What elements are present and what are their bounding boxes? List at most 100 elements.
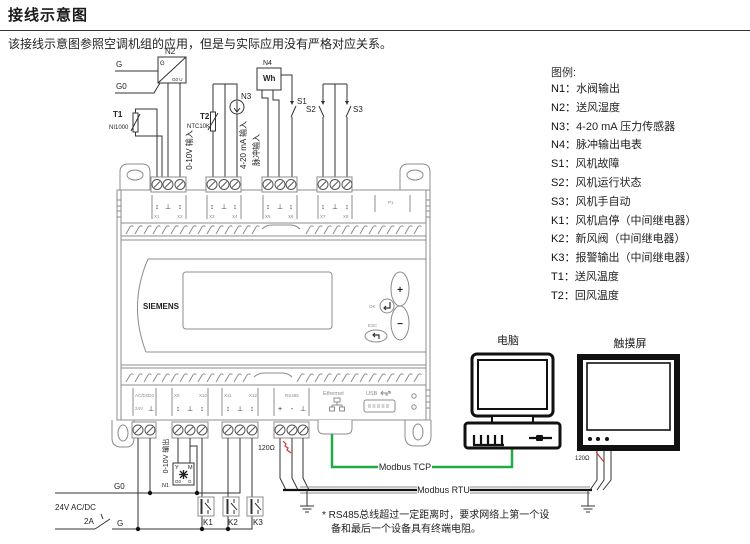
pc-vents <box>472 435 552 447</box>
rs485-wires-left <box>279 438 310 491</box>
front-panel <box>137 258 426 353</box>
terminal-screw <box>144 424 156 436</box>
junction-dots <box>135 490 231 532</box>
legend-desc: 报警输出（中间继电器） <box>575 252 697 265</box>
legend-title: 图例: <box>551 67 577 79</box>
terminal-screws <box>132 179 353 436</box>
plus-icon: + <box>397 285 403 296</box>
legend-code: S3： <box>551 195 576 208</box>
output-wires <box>177 438 253 529</box>
touch-screen-button <box>588 437 592 441</box>
terminal-screw <box>174 179 186 190</box>
n2-pin-g: G <box>160 61 165 67</box>
usb-port-contacts <box>368 404 390 408</box>
legend-desc: 新风阀（中间继电器） <box>575 233 686 246</box>
t1-label: T1 <box>113 110 123 119</box>
relay-contact-icon <box>250 499 262 514</box>
ground-icon <box>300 490 314 513</box>
n2-label: N2 <box>165 47 176 56</box>
io-symbol: ↕ <box>176 406 180 413</box>
input-label-x1-x2: 0-10V 输入 <box>184 130 194 170</box>
current-arrow-icon <box>233 101 241 113</box>
g0-label-top: G0 <box>116 82 127 91</box>
legend: 图例: N1：水阀输出 N2：送风湿度 N3：4-20 mA 压力传感器 N4：… <box>551 66 696 306</box>
n4-wires <box>261 90 280 177</box>
terminal-label: X10 <box>199 393 208 398</box>
termination-resistor-mark <box>595 451 605 463</box>
t2-n3-sensors: T2 NTC10K N3 <box>187 83 252 177</box>
legend-item: K3：报警输出（中间继电器） <box>551 249 696 268</box>
legend-item: T2：回风温度 <box>551 287 696 306</box>
io-symbol: ↕ <box>200 406 204 413</box>
mount-hole <box>117 424 129 442</box>
n1-pin-g: G <box>188 479 192 484</box>
ground-symbol: ⊥ <box>277 204 283 211</box>
mount-ear-bottom-left <box>111 420 135 448</box>
relay-k3: K3 <box>246 496 264 527</box>
junction-dot <box>199 526 205 532</box>
termination-label-right: 120Ω <box>575 456 590 462</box>
screw-slot <box>331 181 339 188</box>
legend-code: T2： <box>551 289 575 302</box>
relay-box <box>197 496 215 517</box>
legend-desc: 风机故障 <box>575 158 620 171</box>
terminal-screw <box>196 424 208 436</box>
legend-item: S1：风机故障 <box>551 155 696 174</box>
input-label-x3-x4: 4-20 mA 输入 <box>238 121 248 169</box>
legend-item: T1：送风温度 <box>551 268 696 287</box>
legend-desc: 脉冲输出电表 <box>576 139 643 152</box>
minus-icon: − <box>397 319 403 330</box>
mount-ear-bottom-right <box>404 420 432 447</box>
legend-desc: 风机运行状态 <box>575 176 642 189</box>
rs485-wires-right <box>589 451 612 491</box>
termination-resistor-mark <box>282 440 292 454</box>
terminal-screw <box>222 424 234 436</box>
terminal-screw <box>274 179 286 190</box>
module-side-clips <box>117 199 431 409</box>
contact-arrow-icon <box>321 101 349 105</box>
ground-icon <box>581 490 595 513</box>
io-symbol: ↕ <box>210 204 214 211</box>
s1-switch: S1 <box>281 74 307 177</box>
touch-screen: 触摸屏 120Ω <box>575 336 680 491</box>
vent-fins-bottom <box>125 372 422 383</box>
legend-code: S2： <box>551 176 576 189</box>
legend-code: S1： <box>551 158 576 171</box>
ethernet-port-icon <box>329 397 345 412</box>
terminal-screw <box>297 424 309 436</box>
terminal-screw <box>162 179 174 190</box>
note-line: 备和最后一个设备具有终端电阻。 <box>331 522 481 535</box>
relay-k2: K2 <box>222 496 240 527</box>
contact-arrow-icon <box>290 101 294 105</box>
ground-symbol: ⊥ <box>221 204 227 211</box>
thermistor-slash <box>130 113 141 132</box>
relay-contact-icon <box>200 499 212 514</box>
lcd-display <box>182 271 333 330</box>
relay-k1: K1 <box>197 496 215 527</box>
terminal-labels-top: X1 X2 X3 X4 X5 X6 X7 X8 P1 <box>154 200 394 219</box>
mount-hole <box>126 169 144 181</box>
junction-dot <box>194 490 200 496</box>
mount-hole <box>412 423 424 441</box>
terminal-screw <box>274 424 286 436</box>
junction-dot <box>147 490 153 496</box>
screw-slot <box>299 426 307 434</box>
touch-screen-button <box>596 437 600 441</box>
status-led <box>411 404 417 410</box>
legend-item: N3：4-20 mA 压力传感器 <box>551 118 696 137</box>
t2-type: NTC10K <box>187 124 210 130</box>
n2-diagonal <box>157 56 187 84</box>
page-title: 接线示意图 <box>8 7 89 24</box>
n4-energy-meter: N4 Wh <box>256 60 282 177</box>
mount-hole <box>406 169 424 181</box>
power-supply-wiring: G0 24V AC/DC 2A G <box>55 438 253 530</box>
terminal-screw <box>317 179 329 190</box>
module-outline <box>120 190 427 420</box>
fuse-label: 2A <box>84 517 94 526</box>
valve-icon <box>179 470 188 479</box>
mount-ear-top-right <box>399 163 431 190</box>
mount-ear-top-left <box>119 163 151 190</box>
n1-label: N1 <box>162 483 169 489</box>
terminal-screw <box>286 424 298 436</box>
terminal-screw <box>285 179 297 190</box>
